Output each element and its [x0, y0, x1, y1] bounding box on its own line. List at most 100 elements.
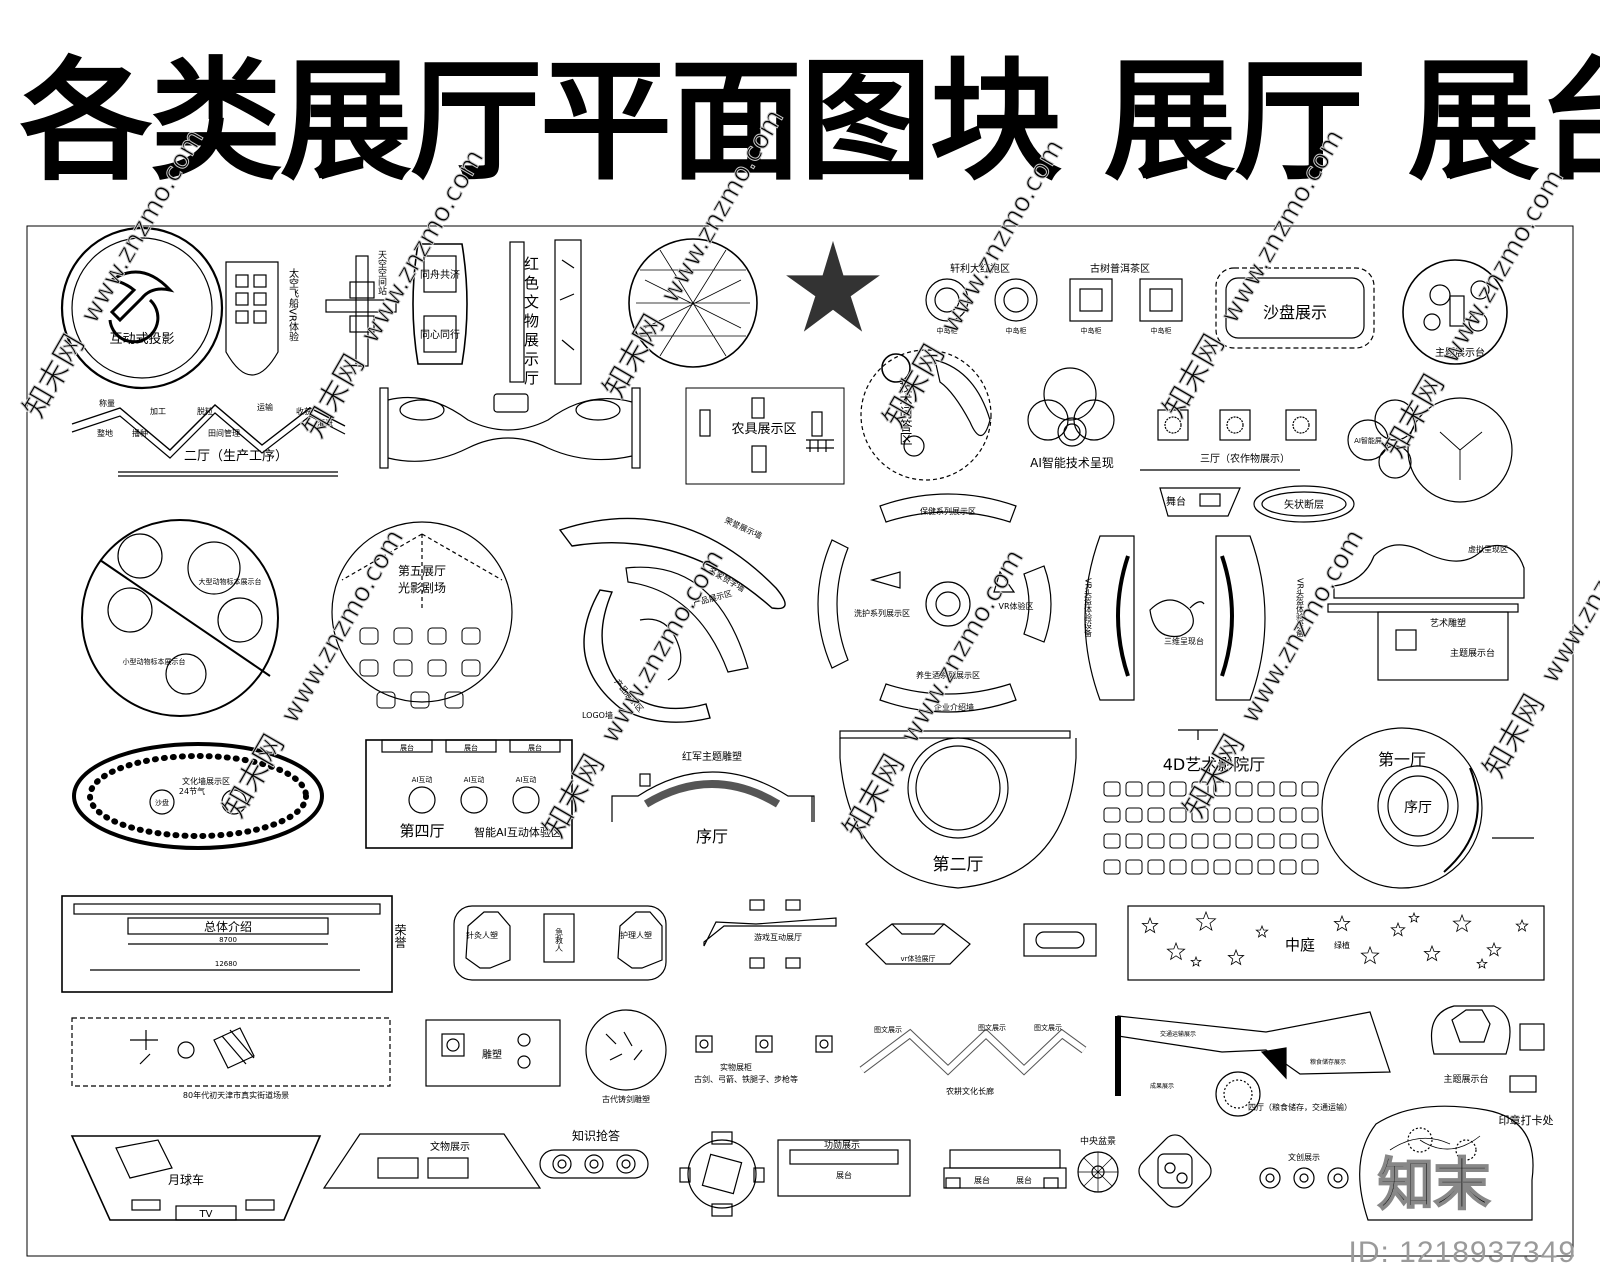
label-weapons: 古剑、弓箭、铁腿子、步枪等 [694, 1074, 798, 1084]
cinema-seat [1125, 859, 1143, 875]
label-theme-stage-3: 主题展示台 [1443, 1073, 1488, 1085]
block-culture-wall: 沙盘 文化墙展示区 24节气 [72, 742, 324, 850]
block-hall4-ai: 展台 展台 展台 AI互动 AI互动 AI互动 第四厅 智能AI互动体验区 [365, 739, 573, 849]
block-boat: 同舟共济 同心同行 [412, 243, 468, 365]
atrium-star [1476, 957, 1488, 969]
block-product-swirl: 荣誉展示墙 名家赞字墙 产品展示区 产品展示区 LOGO墙 [558, 515, 786, 723]
cinema-seat [1301, 833, 1319, 849]
cinema-seat [1191, 781, 1209, 797]
label-hall4-grain: 四厅（粮食储存，交通运输） [1248, 1102, 1352, 1112]
label-sowing: 播种 [132, 428, 148, 438]
atrium-star [1452, 913, 1472, 933]
block-theme-stage-3: 主题展示台 印章打卡处 [1430, 1005, 1554, 1127]
atrium-star [1423, 944, 1441, 962]
label-logo-wall: LOGO墙 [582, 710, 613, 720]
block-ai-screen: AI智能屏 [1347, 397, 1513, 503]
label-ai-screen: AI智能屏 [1354, 436, 1382, 445]
label-vr-headset-left: VR头盔体验设备 [1084, 578, 1093, 638]
cinema-seat [1235, 859, 1253, 875]
block-ai-tech: AI智能技术呈现 [1027, 367, 1115, 470]
block-game-hall: 游戏互动展厅 [703, 899, 837, 969]
label-acupuncture: 针灸人塑 [466, 930, 498, 940]
label-overall-intro: 总体介绍 [204, 920, 252, 934]
label-care-series: 洗护系列展示区 [854, 608, 910, 618]
atrium-star [1195, 910, 1217, 932]
label-tillage: 整地 [97, 428, 113, 438]
cinema-seat [1147, 859, 1165, 875]
block-cultural-creative: 文创展示 [1259, 1152, 1349, 1189]
label-small-specimens: 小型动物标本展示台 [123, 657, 186, 666]
block-curved-counter [379, 387, 641, 469]
atrium-star [1390, 921, 1406, 937]
block-garden [1359, 1105, 1534, 1221]
label-cultural-creative: 文创展示 [1288, 1152, 1320, 1162]
label-thresh: 脱粒 [197, 406, 213, 416]
block-hex-stand [1138, 1134, 1212, 1208]
cinema-seat [1191, 859, 1209, 875]
atrium-star [1166, 941, 1186, 961]
label-greenery: 绿植 [1334, 940, 1350, 950]
atrium-star [1255, 924, 1269, 938]
label-sand-table: 沙盘展示 [1263, 303, 1327, 322]
label-health-series: 保健系列展示区 [920, 506, 976, 516]
cinema-seat [1279, 859, 1297, 875]
cinema-seat [1103, 859, 1121, 875]
label-traffic: 交通运输展示 [1160, 1030, 1196, 1038]
label-merit-booth: 展台 [836, 1170, 852, 1180]
label-farm-tools: 农具展示区 [731, 422, 796, 437]
label-booth-b: 展台 [1016, 1175, 1032, 1185]
block-light-theater: 第五展厅 光影剧场 [331, 521, 513, 709]
block-object-cabinet: 实物展柜 古剑、弓箭、铁腿子、步枪等 [694, 1035, 833, 1084]
cinema-seat [1257, 859, 1275, 875]
label-puer: 古树普洱茶区 [1090, 262, 1150, 275]
sheet-border [26, 225, 1574, 1257]
label-product-area-2: 产品展示区 [612, 677, 645, 714]
cinema-seat [1169, 807, 1187, 823]
label-field-mgmt: 田间管理 [208, 428, 240, 438]
label-ai-interact-1: AI互动 [412, 775, 433, 784]
block-farm-tools: 农具展示区 [685, 387, 845, 485]
block-quiz: 知识抢答 [539, 1128, 649, 1179]
block-booth-pair: 展台 展台 [943, 1149, 1067, 1189]
block-space-station: 天空空间站 [325, 250, 397, 367]
cinema-seat [1235, 781, 1253, 797]
atrium-star [1360, 945, 1380, 965]
star-icon [786, 240, 880, 332]
label-interactive-projection: 互动式投影 [109, 331, 174, 347]
label-island-4: 中岛柜 [1151, 326, 1172, 335]
label-red-relics: 红色文物展示厅 [522, 256, 540, 389]
label-dim-12680: 12680 [215, 960, 237, 968]
label-stamp: 印章打卡处 [1499, 1113, 1554, 1127]
block-sand-table: 沙盘展示 [1215, 267, 1375, 349]
cinema-seat [1301, 859, 1319, 875]
image-id-label: ID: 1218937349 [1348, 1236, 1576, 1269]
block-tech-qa: 技术问答区 [860, 349, 992, 481]
hammer-sickle-icon [108, 270, 175, 344]
label-space-station: 天空空间站 [376, 250, 387, 296]
label-boat-bottom: 同心同行 [420, 328, 460, 341]
cinema-seat [1213, 781, 1231, 797]
cinema-seat [1213, 807, 1231, 823]
cinema-seat [1103, 833, 1121, 849]
atrium-star [1486, 941, 1502, 957]
cinema-seat [1279, 781, 1297, 797]
cinema-seat [1191, 807, 1209, 823]
label-sculpture: 雕塑 [482, 1048, 502, 1061]
label-ai-interact-2: AI互动 [464, 775, 485, 784]
block-interactive-projection: 互动式投影 [60, 226, 224, 390]
atrium-star [1190, 955, 1202, 967]
cinema-seat [1125, 807, 1143, 823]
label-theme-stage-2: 主题展示台 [1450, 647, 1495, 659]
label-nursing: 护理人塑 [620, 930, 652, 940]
label-grain-store: 粮食储存展示 [1310, 1058, 1346, 1066]
label-3d-stage: 三维呈现台 [1164, 636, 1204, 646]
label-virtual-area: 虚拟呈现区 [1468, 544, 1508, 554]
label-island-1: 中岛柜 [937, 326, 958, 335]
label-quiz: 知识抢答 [572, 1128, 620, 1143]
block-sculpture-box: 雕塑 [425, 1019, 561, 1087]
atrium-star [1333, 914, 1351, 932]
label-hall4: 第四厅 [399, 822, 444, 840]
label-irrigation: 灌溉 [317, 418, 333, 428]
page-title: 各类展厅平面图块 展厅 展台 [20, 44, 1600, 199]
label-hall5: 第五展厅 [398, 564, 446, 578]
